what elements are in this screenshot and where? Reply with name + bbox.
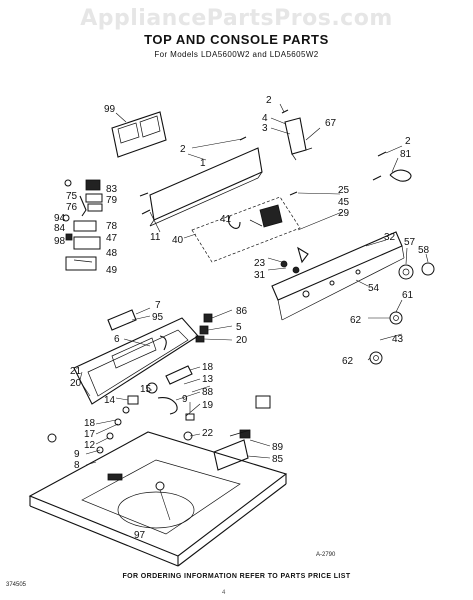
callout-label: 18 xyxy=(202,362,214,373)
part-washer-top xyxy=(28,431,288,567)
callout-label: 62 xyxy=(342,356,354,367)
part-knobs-right xyxy=(369,262,435,365)
callout-label: 6 xyxy=(114,334,120,345)
page-subtitle: For Models LDA5600W2 and LDA5605W2 xyxy=(154,50,319,59)
callout-label: 75 xyxy=(66,191,78,202)
part-console-panel xyxy=(149,147,263,227)
callout-label: 57 xyxy=(404,237,416,248)
callout-label: 11 xyxy=(150,232,161,243)
callout-label: 9 xyxy=(182,394,188,405)
callout-label: 78 xyxy=(106,221,118,232)
callout-labels: 99 2 4 3 67 2 81 1 2 11 75 76 83 79 94 8… xyxy=(54,95,430,541)
callout-label: 94 xyxy=(54,213,66,224)
callout-label: 7 xyxy=(155,300,161,311)
part-timer-knobs-left xyxy=(62,179,103,271)
callout-label: 54 xyxy=(368,283,380,294)
callout-label: 86 xyxy=(236,306,248,317)
callout-label: 25 xyxy=(338,185,350,196)
callout-label: 32 xyxy=(384,232,396,243)
callout-label: 49 xyxy=(106,265,118,276)
part-face-plate xyxy=(111,111,167,158)
part-lid-switch xyxy=(107,309,213,343)
callout-label: 1 xyxy=(200,158,206,169)
callout-label: 58 xyxy=(418,245,430,256)
callout-label: 83 xyxy=(106,184,118,195)
callout-label: 43 xyxy=(392,334,404,345)
callout-label: 95 xyxy=(152,312,164,323)
callout-label: 20 xyxy=(70,378,82,389)
callout-label: 23 xyxy=(254,258,266,269)
watermark: AppliancePartsPros.com xyxy=(80,6,393,31)
callout-label: 47 xyxy=(106,233,118,244)
callout-label: 61 xyxy=(402,290,414,301)
part-bracket-67 xyxy=(284,117,313,161)
callout-label: 40 xyxy=(172,235,184,246)
ordering-note: FOR ORDERING INFORMATION REFER TO PARTS … xyxy=(122,573,351,580)
callout-label: 2 xyxy=(180,144,186,155)
callout-label: 14 xyxy=(104,395,116,406)
callout-label: 81 xyxy=(400,149,412,160)
callout-label: 15 xyxy=(140,384,152,395)
page-number: 4 xyxy=(222,590,226,596)
part-switch-box xyxy=(191,196,301,263)
callout-label: 76 xyxy=(66,202,78,213)
callout-label: 31 xyxy=(254,270,266,281)
callout-label: 45 xyxy=(338,197,350,208)
part-lid xyxy=(73,317,199,405)
callout-label: 2 xyxy=(405,136,411,147)
callout-label: 9 xyxy=(74,449,80,460)
callout-label: 21 xyxy=(70,366,82,377)
callout-label: 29 xyxy=(338,208,350,219)
callout-label: 89 xyxy=(272,442,284,453)
callout-label: 22 xyxy=(202,428,214,439)
callout-label: 85 xyxy=(272,454,284,465)
callout-label: 19 xyxy=(202,400,214,411)
callout-label: 5 xyxy=(236,322,242,333)
callout-leaders xyxy=(79,103,429,521)
callout-label: 97 xyxy=(134,530,146,541)
callout-label: 98 xyxy=(54,236,66,247)
callout-label: 88 xyxy=(202,387,214,398)
callout-label: 20 xyxy=(236,335,248,346)
part-lid-switch-assembly xyxy=(213,395,271,471)
document-number: 374505 xyxy=(6,582,27,588)
part-screws xyxy=(139,109,387,215)
callout-label: 48 xyxy=(106,248,118,259)
callout-label: 18 xyxy=(84,418,96,429)
drawing-number: A-2790 xyxy=(316,552,336,558)
callout-label: 41 xyxy=(220,214,232,225)
callout-label: 62 xyxy=(350,315,362,326)
callout-label: 67 xyxy=(325,118,337,129)
callout-label: 84 xyxy=(54,223,66,234)
callout-label: 8 xyxy=(74,460,80,471)
callout-label: 99 xyxy=(104,104,116,115)
page-title: TOP AND CONSOLE PARTS xyxy=(144,32,329,47)
callout-label: 4 xyxy=(262,113,268,124)
part-control-panel-bar xyxy=(271,231,405,321)
part-81 xyxy=(389,169,412,182)
callout-label: 17 xyxy=(84,429,96,440)
callout-label: 2 xyxy=(266,95,272,106)
callout-label: 79 xyxy=(106,195,118,206)
part-hinge xyxy=(106,365,195,440)
callout-label: 3 xyxy=(262,123,268,134)
callout-label: 13 xyxy=(202,374,214,385)
callout-label: 12 xyxy=(84,440,96,451)
